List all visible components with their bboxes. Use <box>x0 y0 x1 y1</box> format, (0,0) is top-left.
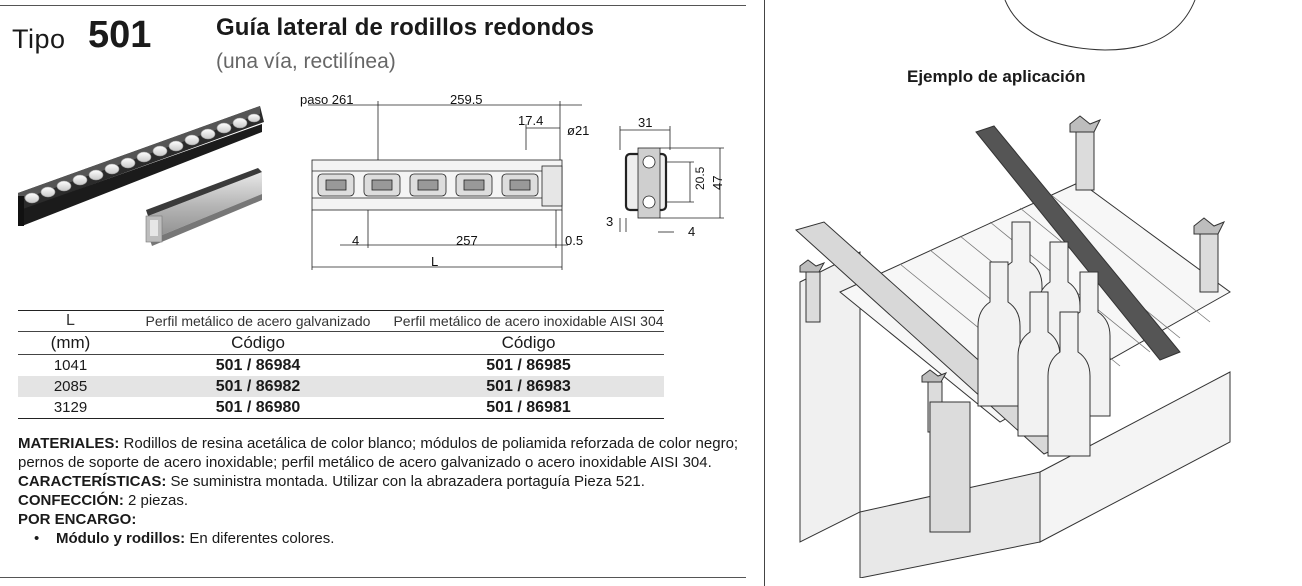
side-dim-31: 31 <box>638 115 652 130</box>
table-row: 3129 501 / 86980 501 / 86981 <box>18 397 664 419</box>
notes-block: MATERIALES: Rodillos de resina acetálica… <box>18 434 758 548</box>
dim-17-4: 17.4 <box>518 113 543 128</box>
encargo-line: POR ENCARGO: <box>18 510 758 529</box>
materiales-text: Rodillos de resina acetálica de color bl… <box>119 435 739 452</box>
caracteristicas-line: CARACTERÍSTICAS: Se suministra montada. … <box>18 472 758 491</box>
bullet-text: En diferentes colores. <box>185 530 335 547</box>
encargo-label: POR ENCARGO: <box>18 511 137 528</box>
product-title: Guía lateral de rodillos redondos <box>216 14 595 41</box>
spec-table: L Perfil metálico de acero galvanizado P… <box>18 310 664 419</box>
confeccion-line: CONFECCIÓN: 2 piezas. <box>18 491 758 510</box>
dim-257: 257 <box>456 233 478 248</box>
caracteristicas-label: CARACTERÍSTICAS: <box>18 473 167 490</box>
header-unit: (mm) <box>18 331 123 355</box>
dim-4: 4 <box>352 233 359 248</box>
dim-259-5: 259.5 <box>450 92 483 107</box>
dim-0-5: 0.5 <box>565 233 583 248</box>
table-row: 1041 501 / 86984 501 / 86985 <box>18 354 664 376</box>
table-header-row-2: (mm) Código Código <box>18 331 664 355</box>
row-code-galvanized: 501 / 86984 <box>123 354 393 376</box>
row-length: 3129 <box>18 397 123 419</box>
row-code-stainless: 501 / 86981 <box>393 397 664 419</box>
page-divider <box>764 0 765 586</box>
caracteristicas-text: Se suministra montada. Utilizar con la a… <box>166 473 645 490</box>
bullet-label: Módulo y rodillos: <box>56 530 186 547</box>
side-dim-47: 47 <box>710 176 725 190</box>
row-code-galvanized: 501 / 86980 <box>123 397 393 419</box>
side-dim-20-5: 20.5 <box>693 166 707 190</box>
tipo-label: Tipo <box>12 24 66 54</box>
application-illustration <box>794 115 1231 578</box>
confeccion-label: CONFECCIÓN: <box>18 492 124 509</box>
row-code-stainless: 501 / 86983 <box>393 376 664 397</box>
side-view-drawing: 31 20.5 47 3 4 <box>606 115 725 239</box>
bottom-rule <box>0 577 746 578</box>
materiales-line: MATERIALES: Rodillos de resina acetálica… <box>18 434 758 453</box>
front-view-drawing: paso 261 259.5 17.4 ø21 4 257 0.5 L <box>300 92 589 270</box>
dim-diameter-21: ø21 <box>567 123 589 138</box>
product-photo <box>18 106 264 246</box>
header-code-galvanized: Código <box>123 331 393 355</box>
tipo-number: 501 <box>88 14 152 56</box>
product-subtitle: (una vía, rectilínea) <box>216 50 396 73</box>
table-header-row-1: L Perfil metálico de acero galvanizado P… <box>18 310 664 332</box>
header-galvanized: Perfil metálico de acero galvanizado <box>123 310 393 332</box>
dim-L: L <box>431 254 438 269</box>
materiales-line-2: pernos de soporte de acero inoxidable; p… <box>18 454 712 471</box>
corner-arc <box>1004 0 1196 51</box>
row-length: 2085 <box>18 376 123 397</box>
table-row: 2085 501 / 86982 501 / 86983 <box>18 376 664 397</box>
row-code-stainless: 501 / 86985 <box>393 354 664 376</box>
header-length: L <box>18 310 123 332</box>
side-dim-3: 3 <box>606 214 613 229</box>
row-length: 1041 <box>18 354 123 376</box>
side-dim-4: 4 <box>688 224 695 239</box>
bullet-icon: • <box>34 530 40 547</box>
bullet-item: • Módulo y rodillos: En diferentes colore… <box>18 529 758 548</box>
top-rule <box>0 5 746 6</box>
paso-label: paso 261 <box>300 92 354 107</box>
header-stainless: Perfil metálico de acero inoxidable AISI… <box>393 310 664 332</box>
row-code-galvanized: 501 / 86982 <box>123 376 393 397</box>
header-code-stainless: Código <box>393 331 664 355</box>
materiales-label: MATERIALES: <box>18 435 120 452</box>
confeccion-text: 2 piezas. <box>123 492 189 509</box>
application-example-title: Ejemplo de aplicación <box>907 67 1086 86</box>
